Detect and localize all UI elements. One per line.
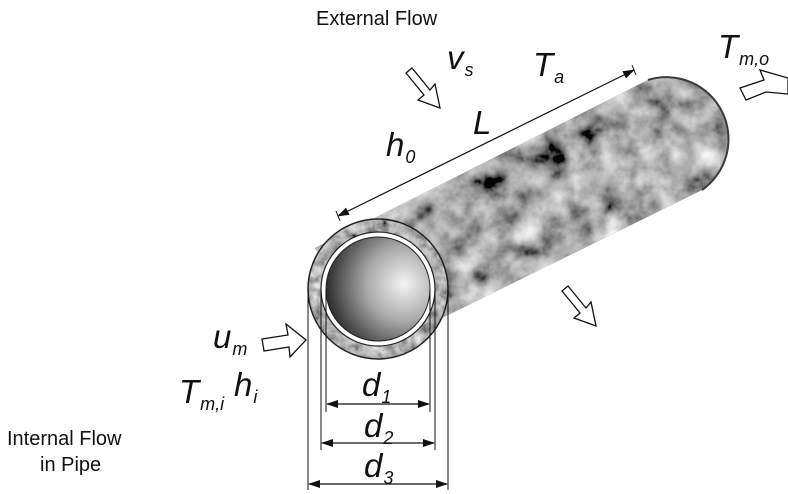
symbol-h-i: hi — [234, 366, 258, 407]
symbol-d-1: d1 — [362, 366, 392, 407]
length-tick-right — [631, 64, 637, 76]
symbol-v-s: vs — [447, 39, 474, 80]
length-tick-left — [335, 210, 341, 222]
diameter-extension-lines — [307, 289, 449, 490]
external-flow-arrow-in — [405, 67, 441, 110]
symbol-d-2: d2 — [364, 407, 394, 448]
symbol-t-m-i: Tm,i — [179, 373, 225, 414]
symbol-u-m: um — [213, 318, 248, 359]
pipe-bore — [325, 236, 431, 342]
outlet-flow-arrow — [739, 69, 788, 101]
external-flow-label: External Flow — [316, 8, 438, 30]
symbol-l: L — [473, 104, 492, 141]
symbol-h-0: h0 — [386, 126, 416, 167]
internal-flow-label-line2: in Pipe — [40, 454, 102, 476]
symbol-t-a: Ta — [533, 46, 565, 87]
internal-flow-arrow — [261, 322, 307, 359]
symbol-t-m-o: Tm,o — [718, 28, 770, 69]
external-flow-arrow-out — [561, 285, 597, 328]
length-dimension-line — [337, 69, 635, 217]
internal-flow-label-line1: Internal Flow — [7, 428, 122, 450]
symbol-d-3: d3 — [364, 447, 394, 488]
